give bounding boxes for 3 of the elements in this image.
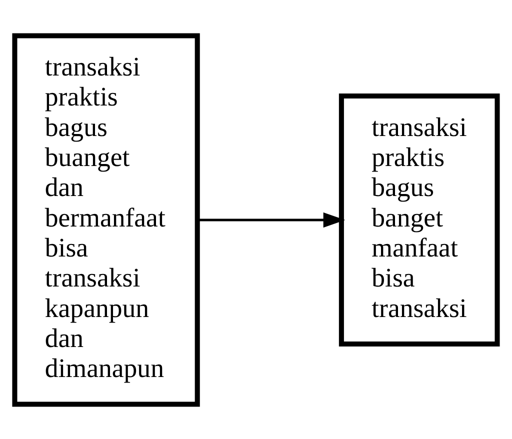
node-box: transaksi praktis bagus banget manfaat bisa transaksi [338, 93, 500, 346]
node-box: transaksi praktis bagus buanget dan bermanfaat bisa transaksi kapanpun dan dimanapun [12, 32, 200, 406]
arrow [197, 212, 346, 228]
